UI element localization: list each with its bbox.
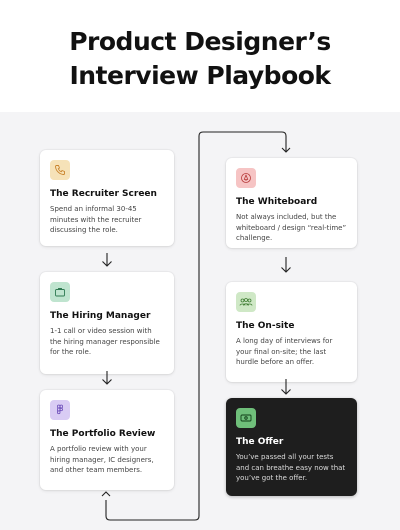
step-title: The Offer [236,437,284,447]
step-title: The On-site [236,321,295,331]
page-title-line-2: Interview Playbook [69,61,331,90]
step-description: 1-1 call or video session with the hirin… [50,327,160,356]
page-title-line-1: Product Designer’s [69,27,331,56]
header: Product Designer’s Interview Playbook [0,0,400,112]
arrow-down-icon [281,379,291,395]
step-card-hiring-manager: The Hiring Manager 1-1 call or video ses… [40,272,174,374]
step-description: A long day of interviews for your final … [236,337,333,366]
arrowhead-up-icon [101,491,111,497]
pen-nib-icon [236,168,256,188]
step-title: The Portfolio Review [50,429,156,439]
flow-diagram: The Recruiter Screen Spend an informal 3… [0,112,400,530]
step-title: The Hiring Manager [50,311,151,321]
step-description: Not always included, but the whiteboard … [236,213,347,242]
step-title: The Whiteboard [236,197,318,207]
step-card-on-site: The On-site A long day of interviews for… [226,282,357,382]
step-card-recruiter-screen: The Recruiter Screen Spend an informal 3… [40,150,174,246]
step-description: Spend an informal 30-45 minutes with the… [50,205,142,234]
group-icon [236,292,256,312]
arrow-down-icon [281,257,291,273]
arrow-down-icon [102,253,112,267]
money-icon [236,408,256,428]
figma-icon [50,400,70,420]
step-description: You’ve passed all your tests and can bre… [236,453,346,482]
briefcase-icon [50,282,70,302]
arrowhead-down-icon [281,147,291,153]
flow-connector [101,131,291,521]
arrow-down-icon [102,371,112,385]
step-card-whiteboard: The Whiteboard Not always included, but … [226,158,357,248]
step-card-offer: The Offer You’ve passed all your tests a… [226,398,357,496]
phone-icon [50,160,70,180]
step-description: A portfolio review with your hiring mana… [50,445,154,474]
step-title: The Recruiter Screen [50,189,157,199]
step-card-portfolio-review: The Portfolio Review A portfolio review … [40,390,174,490]
